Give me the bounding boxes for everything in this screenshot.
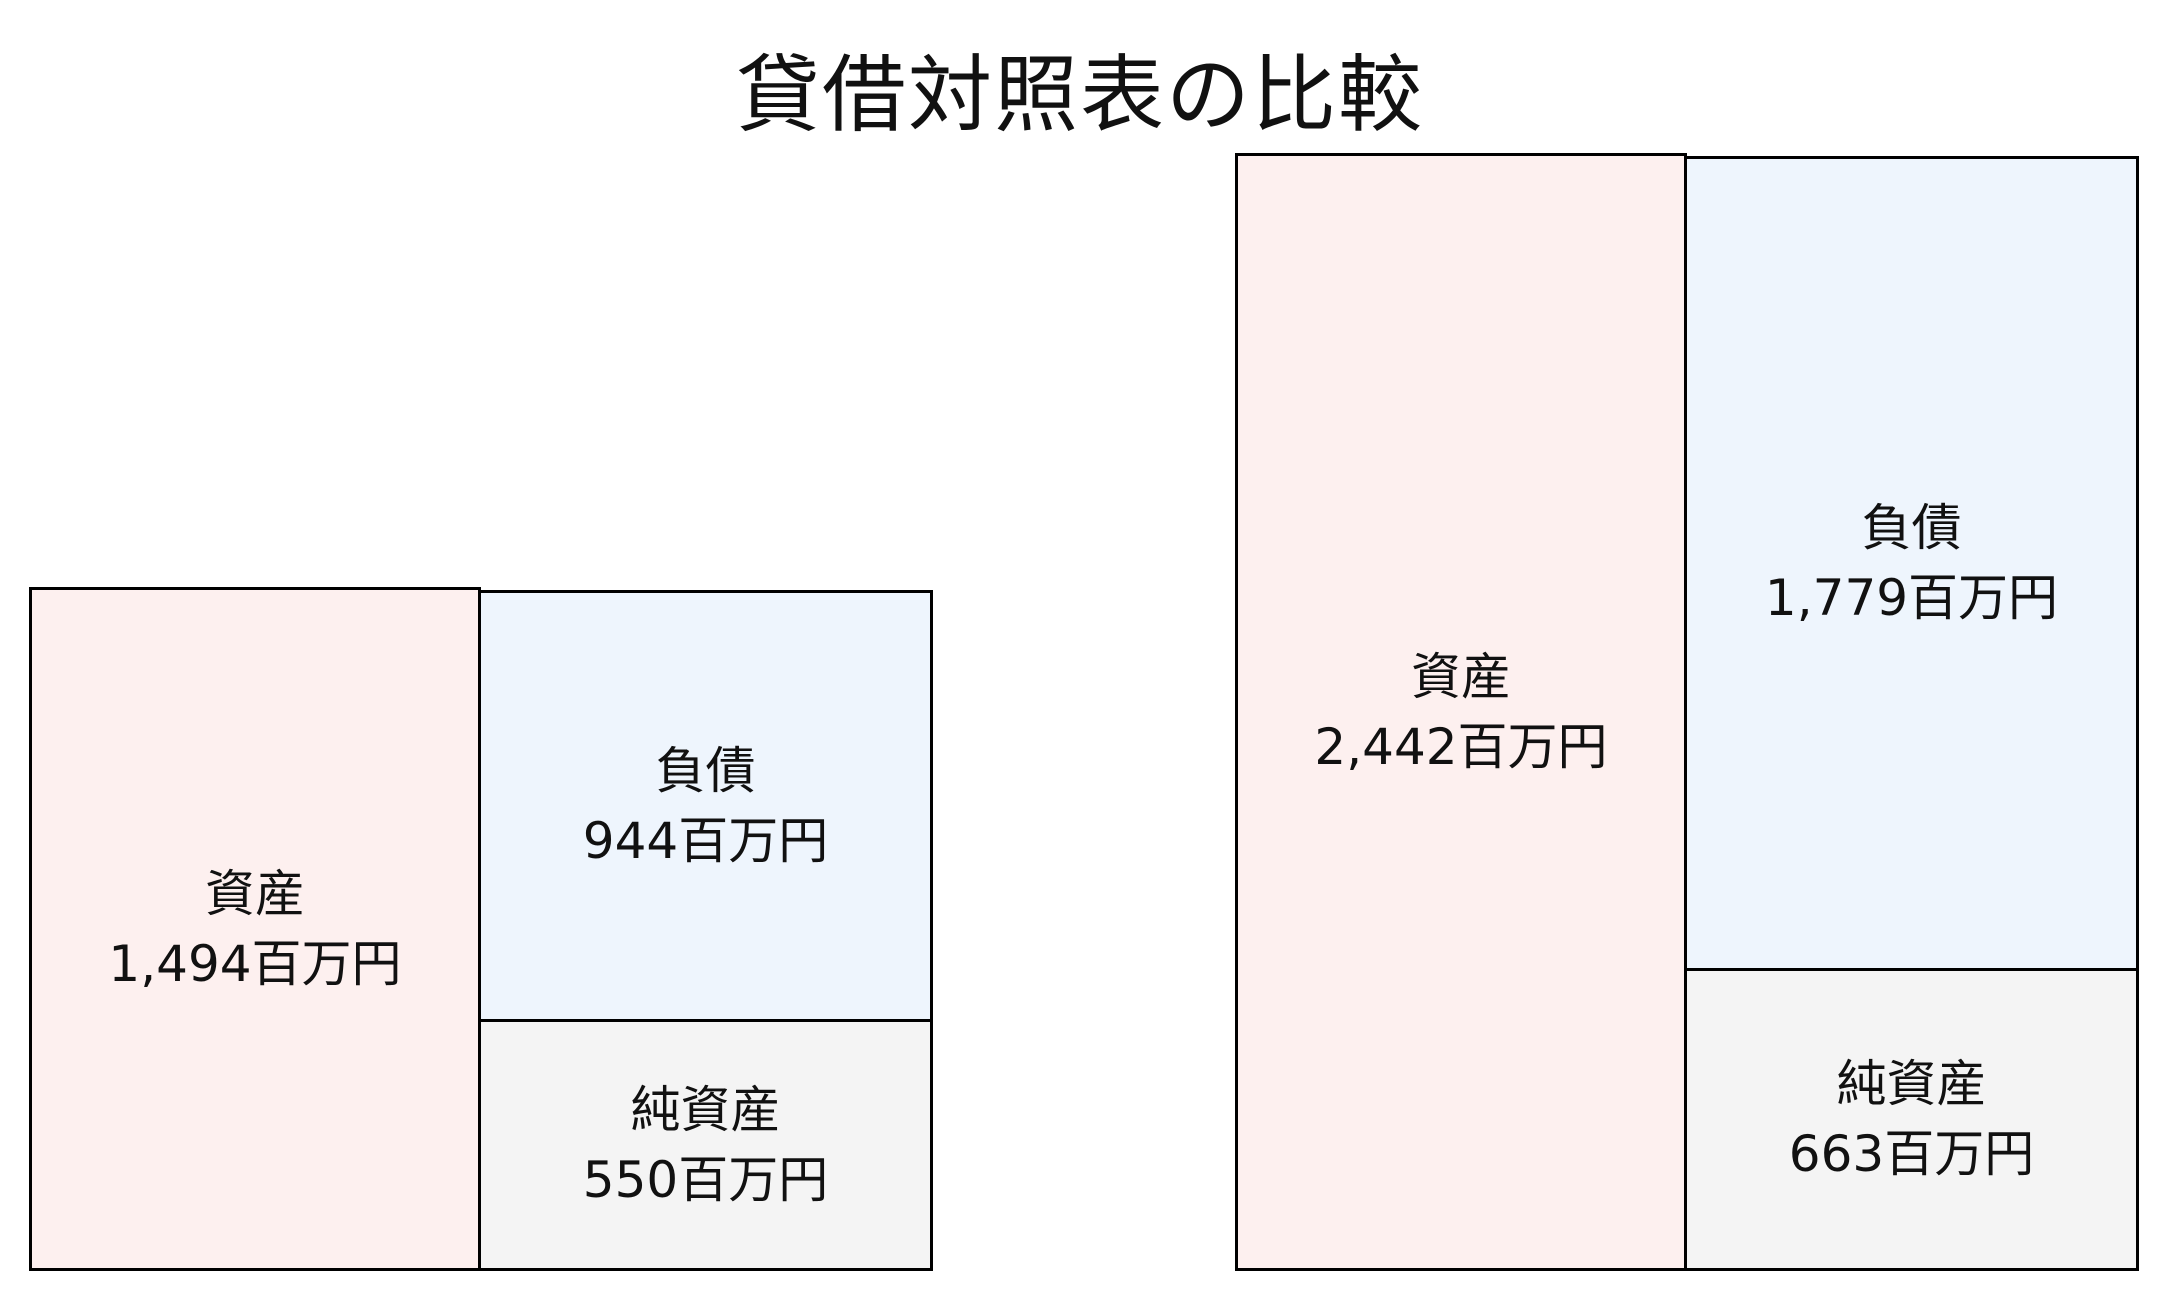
assets-box: 資産 2,442百万円 xyxy=(1235,153,1687,1271)
net-assets-label: 純資産 xyxy=(630,1081,781,1140)
liabilities-label: 負債 xyxy=(1861,499,1962,558)
liabilities-value: 944百万円 xyxy=(582,812,829,871)
liabilities-box: 負債 1,779百万円 xyxy=(1684,156,2139,971)
assets-value: 2,442百万円 xyxy=(1314,718,1608,777)
net-assets-box: 純資産 663百万円 xyxy=(1684,967,2139,1271)
net-assets-value: 663百万円 xyxy=(1788,1125,2035,1184)
net-assets-box: 純資産 550百万円 xyxy=(478,1019,933,1271)
assets-label: 資産 xyxy=(1411,648,1511,707)
diagram-title: 貸借対照表の比較 xyxy=(735,46,1424,144)
liabilities-value: 1,779百万円 xyxy=(1764,569,2059,628)
assets-value: 1,494百万円 xyxy=(108,935,402,994)
assets-box: 資産 1,494百万円 xyxy=(29,587,481,1271)
assets-label: 資産 xyxy=(205,865,305,924)
net-assets-value: 550百万円 xyxy=(582,1151,829,1210)
net-assets-label: 純資産 xyxy=(1836,1055,1987,1114)
liabilities-box: 負債 944百万円 xyxy=(478,590,933,1023)
liabilities-label: 負債 xyxy=(655,742,756,801)
